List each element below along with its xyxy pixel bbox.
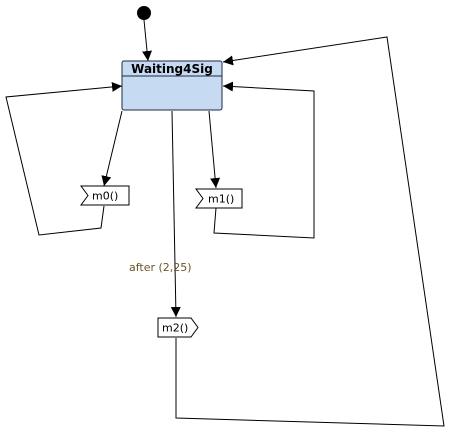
m2-return-loop-edge <box>175 36 445 427</box>
accept-event-shape <box>195 188 243 209</box>
signal-m0-label: m0() <box>92 190 118 203</box>
signal-m0[interactable]: m0() <box>80 185 130 206</box>
transition-to-m0-edge <box>101 110 123 187</box>
m1-return-loop-edge <box>213 81 315 239</box>
signal-m2[interactable]: m2() <box>157 317 199 338</box>
timeout-transition-edge <box>170 110 181 318</box>
timeout-guard-label: after (2,25) <box>129 261 192 274</box>
send-signal-shape <box>157 317 199 338</box>
signal-m2-label: m2() <box>162 322 188 335</box>
initial-pseudostate <box>137 6 151 20</box>
m0-return-loop-edge <box>5 81 123 236</box>
transition-to-m1-edge <box>208 110 221 189</box>
initial-transition-edge <box>142 19 153 62</box>
accept-event-shape <box>80 185 130 206</box>
signal-m1-label: m1() <box>208 193 234 206</box>
signal-m1[interactable]: m1() <box>195 188 243 209</box>
state-waiting4sig[interactable]: Waiting4Sig <box>121 60 223 111</box>
state-title: Waiting4Sig <box>131 62 213 76</box>
state-box <box>121 60 223 111</box>
